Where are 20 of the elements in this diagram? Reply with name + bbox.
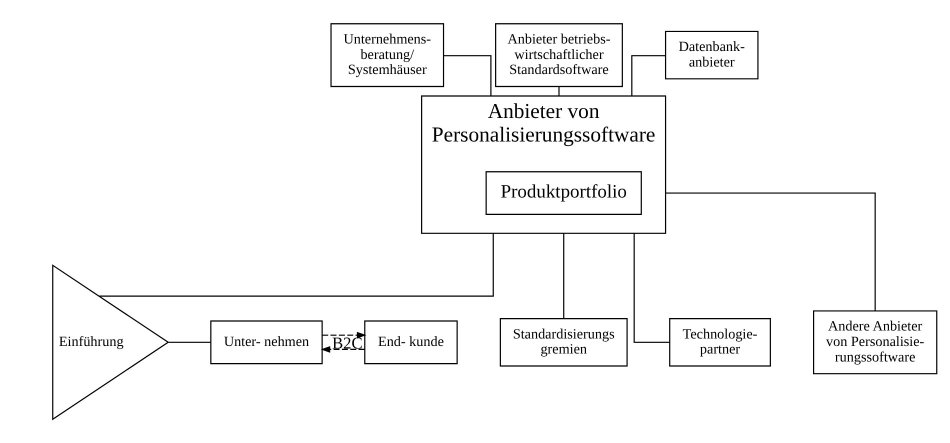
connector <box>168 342 210 343</box>
node-box: Unternehmens- beratung/ Systemhäuser <box>330 23 444 88</box>
connector <box>443 55 491 96</box>
connector <box>633 233 670 343</box>
node-box: Unter- nehmen <box>210 320 322 364</box>
connector <box>630 55 665 96</box>
connector <box>558 86 560 96</box>
arrow <box>322 332 366 338</box>
node-box: Anbieter betriebs- wirtschaftlicher Standardsoftware <box>494 23 622 88</box>
node-box: Technologie- partner <box>668 318 770 367</box>
edge-label: B2C <box>332 333 362 352</box>
arrow <box>320 346 364 353</box>
connector <box>562 233 564 318</box>
connector <box>98 233 494 297</box>
node-box: Standardisierungs gremien <box>499 318 628 367</box>
node-box: Andere Anbieter von Personalisie- rungssoftware <box>812 310 937 374</box>
node-box: End- kunde <box>364 320 458 364</box>
connector <box>665 192 876 311</box>
node-box: Produktportfolio <box>485 171 642 215</box>
node-box: Datenbank- anbieter <box>664 30 758 80</box>
